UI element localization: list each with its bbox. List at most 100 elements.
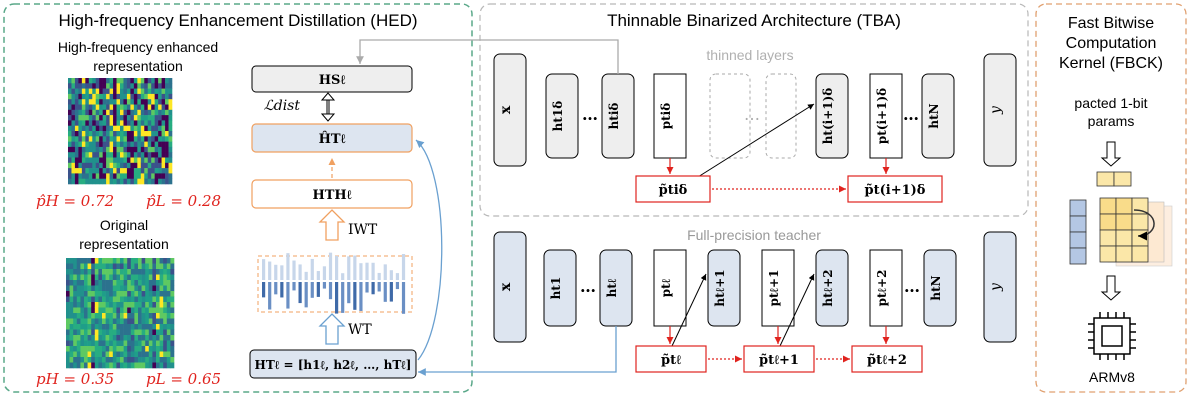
- heatmap-cell: [99, 136, 103, 142]
- wavelet-bar-down: [395, 282, 400, 290]
- heatmap-cell: [170, 291, 175, 297]
- heatmap-cell: [84, 274, 88, 281]
- heatmap-cell: [123, 157, 128, 164]
- heatmap-cell: [98, 362, 103, 369]
- heatmap-cell: [74, 146, 79, 153]
- heatmap-cell: [166, 280, 171, 286]
- heatmap-cell: [130, 351, 135, 358]
- heatmap-cell: [120, 263, 124, 270]
- heatmap-cell: [102, 125, 107, 132]
- heatmap-cell: [170, 362, 175, 369]
- heatmap-cell: [120, 109, 124, 116]
- heatmap-cell: [106, 152, 110, 158]
- heatmap-cell: [112, 324, 117, 330]
- heatmap-cell: [78, 136, 83, 142]
- heatmap-cell: [134, 335, 139, 341]
- heatmap-cell: [94, 307, 99, 314]
- heatmap-cell: [69, 280, 74, 286]
- heatmap-cell: [81, 168, 86, 174]
- heatmap-cell: [71, 136, 76, 142]
- heatmap-cell: [141, 351, 146, 358]
- heatmap-cell: [154, 131, 159, 137]
- heatmap-cell: [78, 173, 83, 179]
- heatmap-cell: [140, 120, 145, 126]
- heatmap-cell: [134, 274, 139, 281]
- heatmap-cell: [73, 351, 78, 358]
- heatmap-cell: [87, 307, 92, 314]
- heatmap-cell: [106, 104, 110, 111]
- heatmap-cell: [152, 346, 157, 352]
- heatmap-cell: [92, 93, 97, 100]
- heatmap-cell: [78, 104, 83, 111]
- heatmap-cell: [94, 340, 99, 347]
- fbck-title-line3: Kernel (FBCK): [1059, 55, 1163, 72]
- heatmap-cell: [145, 291, 150, 297]
- heatmap-cell: [141, 291, 146, 297]
- heatmap-cell: [141, 263, 146, 270]
- heatmap-cell: [88, 152, 93, 158]
- teacher-node-pl1-label: ptℓ+1: [767, 270, 781, 307]
- heatmap-cell: [69, 302, 74, 308]
- heatmap-cell: [165, 146, 169, 153]
- teacher-node-h1-label: ht1: [549, 277, 563, 300]
- heatmap-cell: [88, 109, 93, 116]
- heatmap-cell: [159, 324, 164, 330]
- heatmap-cell: [109, 329, 114, 336]
- heatmap-cell: [123, 88, 128, 95]
- heatmap-cell: [91, 329, 96, 336]
- h-student-label: HSℓ: [319, 73, 346, 88]
- heatmap-cell: [123, 125, 128, 132]
- heatmap-cell: [105, 269, 110, 275]
- tba-feedback-arrow: [356, 39, 619, 74]
- heatmap-cell: [127, 274, 132, 281]
- heatmap-cell: [166, 302, 171, 308]
- wavelet-bar-down: [292, 282, 296, 291]
- heatmap-cell: [140, 146, 145, 153]
- heatmap-cell: [102, 340, 106, 347]
- heatmap-cell: [138, 269, 142, 275]
- heatmap-cell: [123, 307, 128, 314]
- heatmap-cell: [73, 362, 78, 369]
- heatmap-cell: [145, 296, 150, 303]
- heatmap-cell: [141, 335, 146, 341]
- h-teacher-hat-box: [251, 123, 413, 153]
- heatmap-cell: [91, 302, 96, 308]
- heatmap-cell: [152, 291, 157, 297]
- heatmap-cell: [152, 285, 157, 292]
- heatmap-cell: [145, 329, 150, 336]
- heatmap-cell: [94, 335, 99, 341]
- heatmap-cell: [144, 104, 149, 111]
- heatmap-cell: [123, 115, 128, 121]
- heatmap-cell: [130, 88, 135, 95]
- heatmap-cell: [133, 99, 138, 105]
- heatmap-cell: [71, 178, 76, 185]
- heatmap-cell: [138, 351, 142, 358]
- heatmap-cell: [84, 362, 88, 369]
- heatmap-cell: [109, 263, 114, 270]
- heatmap-cell: [94, 346, 99, 352]
- heatmap-cell: [94, 318, 99, 325]
- heatmap-cell: [73, 258, 78, 264]
- heatmap-cell: [165, 136, 169, 142]
- heatmap-cell: [130, 291, 135, 297]
- heatmap-cell: [168, 93, 173, 100]
- heatmap-cell: [106, 162, 110, 169]
- heatmap-cell: [88, 125, 93, 132]
- tba-prob-label-1: p̃tiδ: [659, 183, 688, 198]
- wavelet-bar-down: [268, 282, 272, 310]
- heatmap-cell: [141, 280, 146, 286]
- heatmap-cell: [95, 115, 100, 121]
- heatmap-cell: [112, 346, 117, 352]
- heatmap-cell: [68, 99, 72, 105]
- heatmap-cell: [74, 78, 79, 84]
- heatmap-cell: [159, 302, 164, 308]
- heatmap-cell: [147, 131, 152, 137]
- heatmap-cell: [120, 274, 124, 281]
- heatmap-cell: [71, 115, 76, 121]
- heatmap-cell: [95, 146, 100, 153]
- heatmap-cell: [109, 78, 114, 84]
- heatmap-cell: [84, 346, 88, 352]
- heatmap-cell: [127, 280, 132, 286]
- heatmap-cell: [123, 99, 128, 105]
- heatmap-cell: [165, 162, 169, 169]
